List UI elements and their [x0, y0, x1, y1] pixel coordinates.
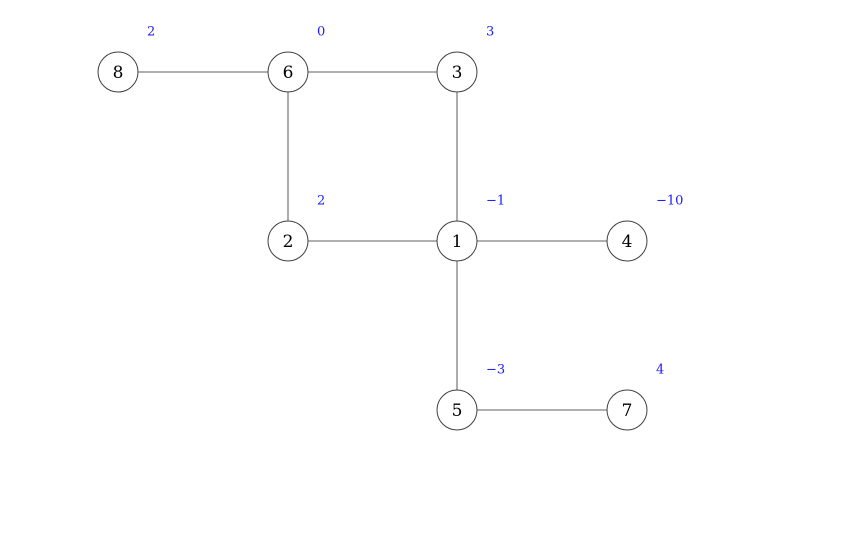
- node-circle: [436, 51, 478, 93]
- node-4: 4 −10: [606, 194, 683, 262]
- node-label: 4: [622, 232, 633, 252]
- node-label: 2: [283, 232, 294, 252]
- node-weight-label: 4: [656, 363, 664, 378]
- node-circle: [436, 220, 478, 262]
- node-label: 3: [452, 63, 463, 83]
- node-8: 82: [97, 25, 155, 93]
- edges: [118, 71, 627, 411]
- node-circle: [267, 220, 309, 262]
- node-weight-label: −3: [486, 363, 505, 378]
- node-5: 5 −3: [436, 363, 505, 431]
- node-weight-label: −10: [656, 194, 683, 209]
- node-label: 8: [113, 63, 124, 83]
- node-3: 33: [436, 25, 494, 93]
- node-circle: [606, 389, 648, 431]
- node-1: 1 −1: [436, 194, 505, 262]
- node-circle: [436, 389, 478, 431]
- node-weight-label: 2: [317, 194, 325, 209]
- node-circle: [267, 51, 309, 93]
- node-weight-label: −1: [486, 194, 505, 209]
- node-circle: [606, 220, 648, 262]
- node-6: 60: [267, 25, 325, 93]
- node-label: 1: [452, 232, 463, 252]
- node-label: 6: [283, 63, 294, 83]
- node-weight-label: 0: [317, 25, 325, 40]
- node-2: 22: [267, 194, 325, 262]
- node-label: 5: [452, 401, 463, 421]
- node-weight-label: 2: [147, 25, 155, 40]
- node-7: 74: [606, 363, 664, 431]
- node-weight-label: 3: [486, 25, 494, 40]
- node-label: 7: [622, 401, 633, 421]
- node-circle: [97, 51, 139, 93]
